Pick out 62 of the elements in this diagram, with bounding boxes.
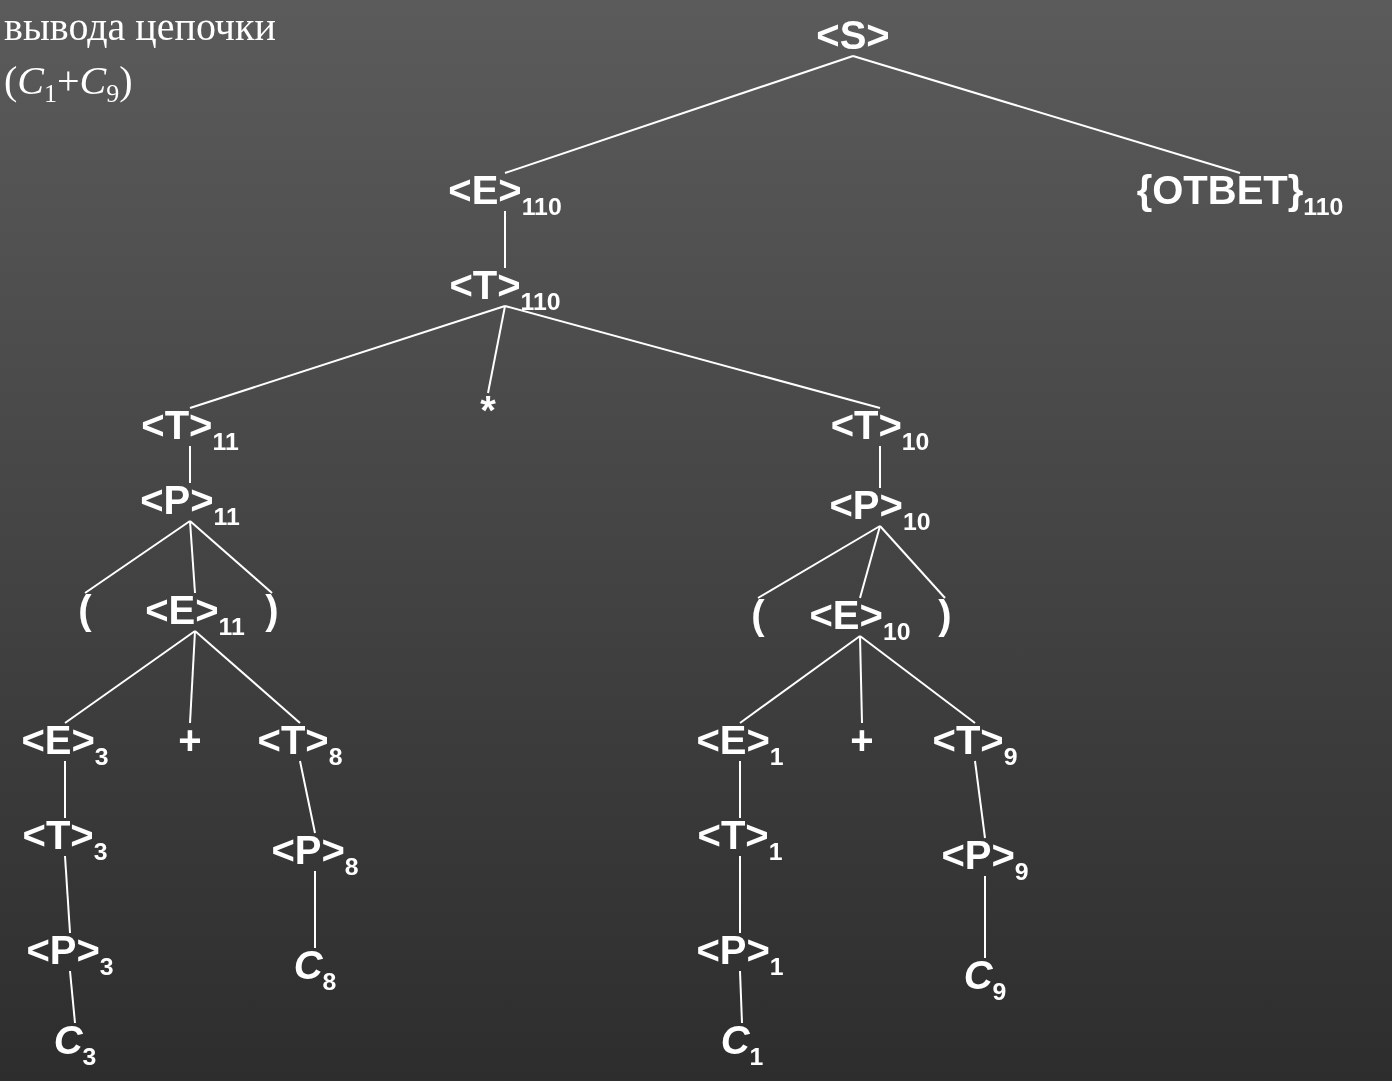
tree-node-label: ) [936,592,954,638]
tree-branch-line [739,760,741,819]
tree-branch-line [487,305,506,394]
tree-node-label: ) [263,587,281,633]
tree-node-label: C$_{9}$ [961,952,1009,998]
tree-node-label: <T>$_{8}$ [255,717,345,763]
tree-node-label: <P>$_{10}$ [827,482,933,528]
tree-node-label: <P>$_{3}$ [24,927,116,973]
tree-node-label: <S> [814,12,892,58]
tree-branch-line [859,525,881,599]
tree-branch-line [739,855,741,934]
tree-branch-line [189,305,506,409]
tree-branch-line [974,760,986,839]
tree-branch-line [64,855,71,934]
tree-node-label: + [176,717,204,763]
tree-node-label: {ОТВЕТ}$_{110}$ [1134,167,1346,213]
tree-branch-line [64,760,66,819]
tree-branch-line [984,875,986,959]
tree-node-label: <E>$_{11}$ [143,587,247,633]
tree-branch-line [299,760,316,834]
tree-node-label: + [848,717,876,763]
tree-node-label: <P>$_{1}$ [694,927,786,973]
tree-branch-line [69,970,76,1024]
tree-branch-line [194,630,301,724]
tree-node-label: ( [749,592,767,638]
tree-branch-line [189,520,196,594]
tree-branch-line [84,520,191,594]
tree-branch-line [189,520,273,594]
tree-node-label: <T>$_{110}$ [447,262,563,308]
tree-node-label: <E>$_{10}$ [807,592,913,638]
tree-branch-line [504,55,854,174]
tree-branch-line [314,870,316,949]
tree-node-label: C$_{8}$ [291,942,339,988]
tree-branch-line [859,635,976,724]
tree-branch-line [189,445,191,484]
tree-node-label: <P>$_{8}$ [269,827,361,873]
tree-branch-line [859,635,863,724]
tree-node-label: ( [76,587,94,633]
tree-node-label: C$_{1}$ [718,1017,766,1063]
tree-node-label: <P>$_{9}$ [939,832,1031,878]
tree-node-label: C$_{3}$ [51,1017,99,1063]
tree-node-label: <T>$_{1}$ [695,812,785,858]
tree-node-label: <P>$_{11}$ [138,477,242,523]
tree-node-label: <E>$_{110}$ [446,167,564,213]
slide-title: вывода цепочки (C$_{1}$+C$_{9}$) [4,3,277,108]
tree-node-label: <E>$_{1}$ [694,717,786,763]
tree-node-label: <E>$_{3}$ [19,717,111,763]
tree-node-label: <T>$_{3}$ [20,812,110,858]
tree-branch-line [739,970,743,1024]
tree-node-label: <T>$_{9}$ [930,717,1020,763]
tree-node-label: <T>$_{10}$ [828,402,932,448]
tree-branch-line [189,630,196,724]
tree-branch-line [879,445,881,489]
tree-node-label: <T>$_{11}$ [139,402,241,448]
tree-branch-line [504,210,506,269]
tree-branch-line [504,305,881,409]
tree-branch-line [64,630,196,724]
tree-branch-line [879,525,946,599]
tree-branch-line [739,635,861,724]
tree-branch-line [757,525,881,599]
tree-node-label: * [478,387,498,433]
tree-branch-line [852,55,1241,174]
